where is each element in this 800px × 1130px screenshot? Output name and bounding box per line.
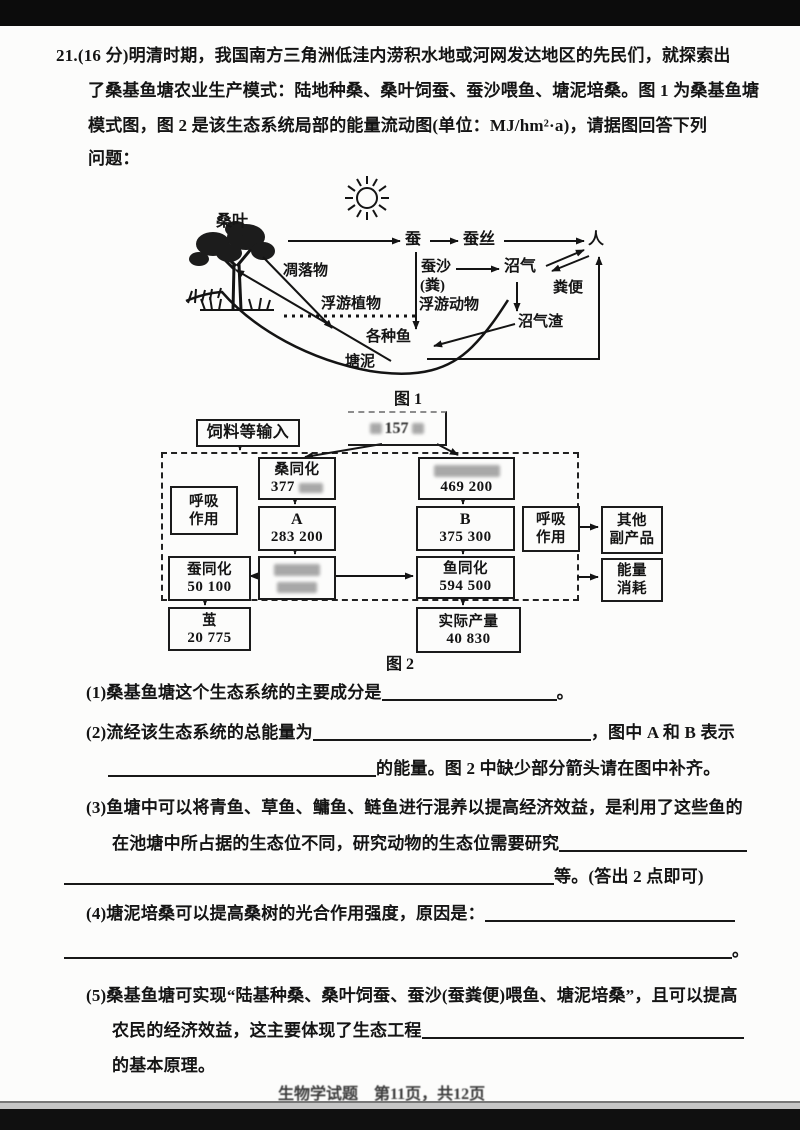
B-box: B 375 300 — [416, 506, 515, 551]
cocoon-box: 茧 20 775 — [168, 607, 251, 651]
answer-blank — [312, 724, 591, 741]
fig1-label-mulberry-leaf: 桑叶 — [216, 213, 249, 230]
question-5-line-3: 的基本原理。 — [112, 1056, 216, 1075]
figure2-caption: 图 2 — [386, 656, 415, 673]
fig1-label-frass-2: (粪) — [420, 278, 445, 294]
figure2-arrows — [201, 441, 599, 606]
fig1-label-phytoplankton: 浮游植物 — [321, 296, 382, 312]
fig1-label-silkworm: 蚕 — [405, 231, 422, 248]
answer-blank — [64, 942, 732, 959]
fig1-label-frass-1: 蚕沙 — [421, 259, 452, 275]
question-5-line-2: 农民的经济效益，这主要体现了生态工程 — [112, 1020, 744, 1042]
fig1-label-feces: 粪便 — [553, 280, 584, 296]
feed-input-box: 饲料等输入 — [196, 419, 300, 447]
figure1-drawing — [185, 176, 603, 375]
unknown-smudged-box — [258, 556, 336, 600]
fig1-label-biogas: 沼气 — [504, 258, 537, 275]
fish-assimilation-box: 鱼同化 594 500 — [416, 556, 515, 599]
intro-line-1: 21.(16 分)明清时期，我国南方三角洲低洼内涝积水地或河网发达地区的先民们，… — [56, 46, 731, 65]
other-byproducts-box: 其他 副产品 — [601, 506, 663, 554]
answer-blank — [421, 1022, 744, 1039]
scan-edge-line — [0, 1101, 800, 1103]
question-1: (1)桑基鱼塘这个生态系统的主要成分是。 — [86, 683, 574, 702]
question-2-line-1: (2)流经该生态系统的总能量为，图中 A 和 B 表示 — [86, 723, 735, 742]
smudge — [277, 581, 317, 593]
figure1-caption: 图 1 — [394, 391, 423, 408]
arrow-solar-to-mulberry — [304, 443, 383, 460]
smudge — [433, 464, 500, 477]
answer-blank — [108, 760, 376, 777]
arrow-residue-to-fish — [433, 323, 516, 348]
fig1-label-zooplankton: 浮游动物 — [419, 297, 480, 313]
answer-blank — [64, 868, 554, 885]
sun-icon — [345, 176, 389, 220]
arrow-litter-to-pond — [262, 256, 333, 329]
fig1-label-fish: 各种鱼 — [366, 329, 412, 345]
fig1-label-pond-mud: 塘泥 — [345, 354, 376, 370]
pond-outline — [185, 290, 510, 375]
respiration-right-box: 呼吸 作用 — [522, 506, 580, 552]
smudge — [369, 423, 382, 434]
scan-border-bottom — [0, 1109, 800, 1130]
page-footer: 生物学试题 第11页，共12页 — [278, 1086, 486, 1103]
fig1-label-human: 人 — [588, 231, 605, 248]
respiration-left-box: 呼吸 作用 — [170, 486, 238, 535]
smudge — [411, 423, 424, 434]
answer-blank — [559, 835, 748, 852]
fig1-label-biogas-residue: 沼气渣 — [518, 314, 564, 330]
question-4-line-2: 。 — [64, 940, 749, 962]
answer-blank — [381, 684, 557, 701]
question-3-line-3: 等。(答出 2 点即可) — [64, 866, 704, 888]
arrow-biogas-to-human — [545, 249, 585, 267]
fig1-label-litter: 凋落物 — [283, 263, 329, 279]
smudge — [299, 482, 324, 493]
arrow-mud-to-tree — [235, 269, 392, 362]
silkworm-assimilation-box: 蚕同化 50 100 — [168, 556, 251, 601]
actual-yield-box: 实际产量 40 830 — [416, 607, 521, 653]
A-box: A 283 200 — [258, 506, 336, 551]
question-3-line-2: 在池塘中所占据的生态位不同，研究动物的生态位需要研究 — [112, 833, 748, 855]
arrow-human-to-biogas — [551, 255, 590, 272]
intro-line-3: 模式图，图 2 是该生态系统局部的能量流动图(单位：MJ/hm²·a)，请据图回… — [88, 116, 708, 135]
question-2-line-2: 的能量。图 2 中缺少部分箭头请在图中补齐。 — [108, 758, 720, 780]
energy-consumption-box: 能量 消耗 — [601, 558, 663, 602]
scan-border-top — [0, 0, 800, 26]
question-5-line-1: (5)桑基鱼塘可实现“陆基种桑、桑叶饲蚕、蚕沙(蚕粪便)喂鱼、塘泥培桑”，且可以… — [86, 986, 738, 1005]
question-4-line-1: (4)塘泥培桑可以提高桑树的光合作用强度，原因是： — [86, 903, 735, 925]
intro-line-2: 了桑基鱼塘农业生产模式：陆地种桑、桑叶饲蚕、蚕沙喂鱼、塘泥培桑。图 1 为桑基鱼… — [88, 81, 760, 100]
intro-line-4: 问题： — [88, 149, 140, 168]
smudge — [274, 564, 320, 577]
solar-energy-box-partial: 157 — [348, 411, 447, 446]
arrow-fish-to-human — [427, 256, 603, 360]
question-3-line-1: (3)鱼塘中可以将青鱼、草鱼、鳙鱼、鲢鱼进行混养以提高经济效益，是利用了这些鱼的 — [86, 798, 743, 817]
phytoplankton-assimilation-box: 469 200 — [418, 457, 515, 500]
mulberry-assimilation-box: 桑同化 377 — [258, 457, 336, 500]
fig1-label-silk: 蚕丝 — [463, 231, 496, 248]
answer-blank — [484, 905, 735, 922]
scan-edge-gray — [0, 1103, 800, 1109]
question-number: 21. — [56, 46, 78, 65]
